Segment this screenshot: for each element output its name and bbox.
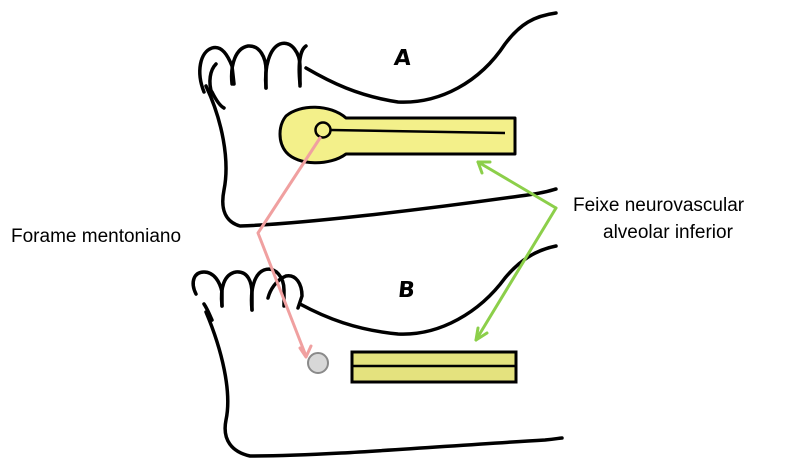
label-forame-mentoniano: Forame mentoniano: [11, 225, 181, 249]
teeth-a: [200, 43, 306, 94]
mental-foramen-b: [308, 353, 328, 373]
label-feixe-line1: Feixe neurovascular: [573, 194, 744, 218]
nerve-bundle-b: [308, 352, 516, 382]
teeth-b: [193, 269, 302, 320]
ramus-outline-b: [300, 246, 556, 334]
jaw-outline-a: [206, 86, 556, 226]
pointer-forame: [258, 138, 320, 357]
label-feixe-line2: alveolar inferior: [603, 221, 733, 245]
panel-label-a: A: [393, 46, 413, 71]
nerve-bundle-a: [280, 107, 515, 163]
panel-label-b: B: [397, 278, 416, 303]
ramus-outline-a: [306, 13, 556, 102]
